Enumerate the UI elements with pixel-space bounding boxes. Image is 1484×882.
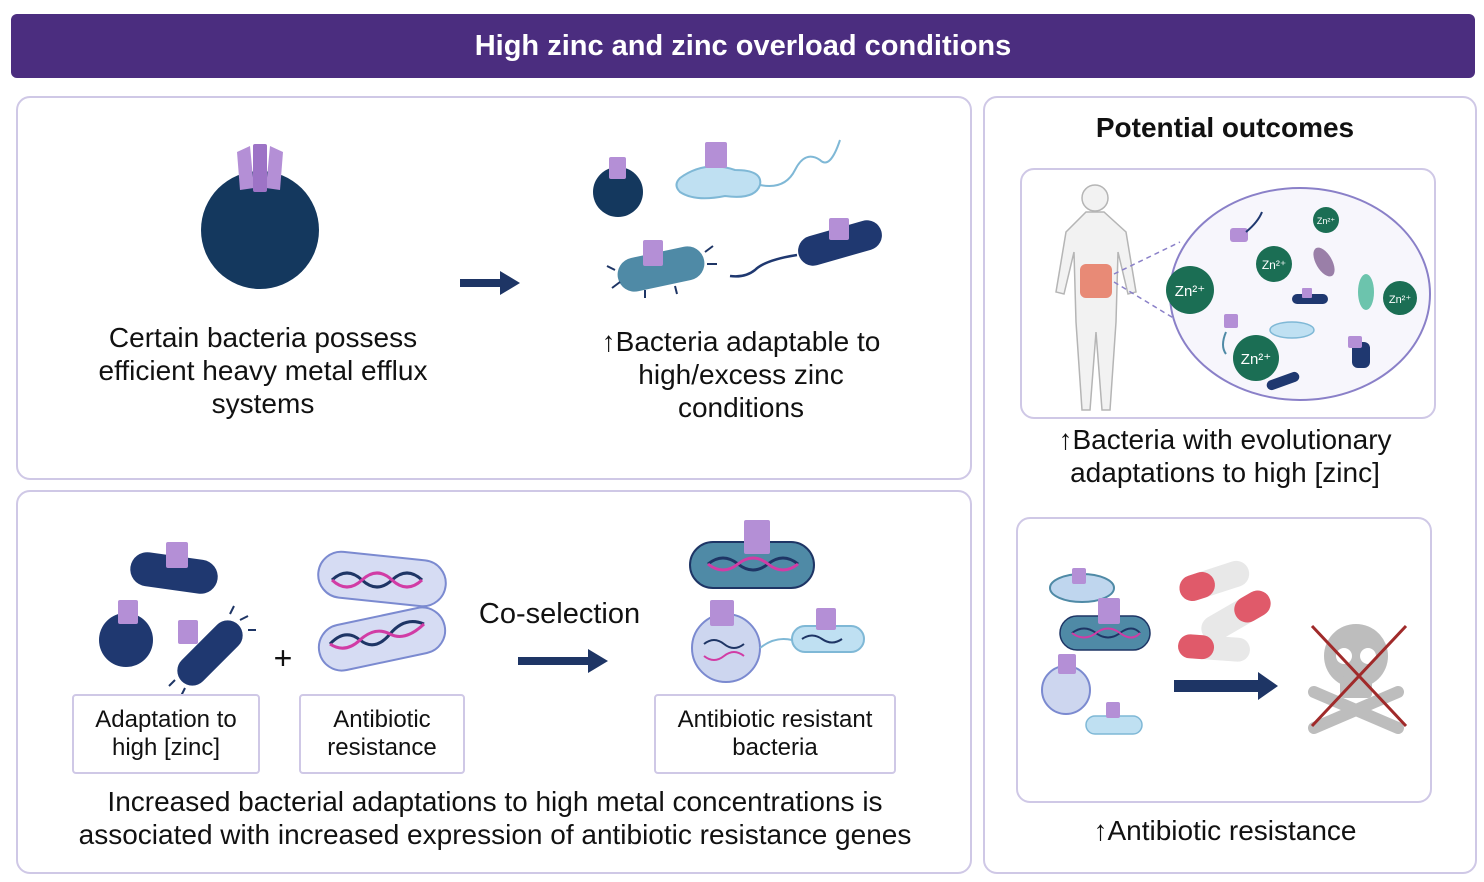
- adaptable-bacteria-illustration: [593, 139, 882, 298]
- outcome-evolutionary-text: ↑Bacteria with evolutionary adaptations …: [1058, 424, 1392, 488]
- efflux-bacterium-illustration: [201, 144, 319, 289]
- efflux-text: Certain bacteria possess efficient heavy…: [98, 322, 428, 419]
- cross-out-icon: [1310, 624, 1408, 728]
- antibiotic-resistance-plasmid-illustration: [317, 550, 447, 672]
- title-banner: High zinc and zinc overload conditions: [11, 14, 1475, 78]
- right-arrow-icon: [460, 271, 520, 295]
- svg-text:Zn²⁺: Zn²⁺: [1241, 351, 1271, 368]
- svg-text:Zn²⁺: Zn²⁺: [1389, 294, 1412, 306]
- label-resistant-bacteria: Antibiotic resistant bacteria: [654, 694, 896, 774]
- label-adaptation: Adaptation to high [zinc]: [72, 694, 260, 774]
- zinc-adapted-bacteria-illustration: [99, 542, 256, 697]
- antibiotic-resistance-illustration: [1041, 560, 1408, 735]
- zinc-ion-icon: Zn²⁺: [1313, 207, 1339, 233]
- adaptable-text: ↑Bacteria adaptable to high/excess zinc …: [601, 326, 881, 423]
- light-bacterium-icon: [675, 139, 841, 200]
- coselection-label: Co-selection: [478, 598, 641, 630]
- svg-text:Zn²⁺: Zn²⁺: [1175, 283, 1205, 300]
- skull-icon: [1308, 624, 1404, 734]
- svg-text:Zn²⁺: Zn²⁺: [1262, 258, 1286, 272]
- right-arrow-icon: [1174, 672, 1278, 700]
- resistant-bacteria-icons: [1041, 568, 1151, 735]
- panel-efflux: [16, 96, 972, 480]
- human-gut-zinc-illustration: Zn²⁺ Zn²⁺ Zn²⁺ Zn²⁺ Zn²⁺: [1055, 184, 1431, 411]
- rod-bacterium-icon: [729, 218, 882, 278]
- round-bacterium-icon: [593, 157, 643, 217]
- outcome-antibiotic-text: ↑Antibiotic resistance: [1093, 815, 1357, 846]
- spiky-bacterium-icon: [606, 240, 717, 298]
- zinc-ion-icon: Zn²⁺: [1256, 246, 1292, 282]
- coselection-caption: Increased bacterial adaptations to high …: [78, 786, 912, 850]
- zinc-ion-icon: Zn²⁺: [1166, 266, 1214, 314]
- human-body-icon: [1055, 184, 1137, 411]
- svg-text:Zn²⁺: Zn²⁺: [1317, 216, 1336, 226]
- label-antibiotic-resistance: Antibiotic resistance: [299, 694, 465, 774]
- intestine-icon: [1080, 264, 1112, 298]
- bacterium-cell: [201, 171, 319, 289]
- plus-sign: +: [273, 640, 293, 676]
- outcomes-title: Potential outcomes: [1095, 112, 1355, 143]
- banner-title: High zinc and zinc overload conditions: [474, 29, 1012, 62]
- zinc-ion-icon: Zn²⁺: [1233, 335, 1279, 381]
- efflux-pump-icon: [237, 144, 283, 192]
- resistant-bacteria-illustration: [689, 520, 865, 683]
- gut-bacteria-icons: [1222, 211, 1374, 391]
- zinc-ion-icon: Zn²⁺: [1383, 281, 1417, 315]
- coselection-arrow-icon: [518, 649, 608, 673]
- antibiotic-pill-icons: [1178, 560, 1271, 662]
